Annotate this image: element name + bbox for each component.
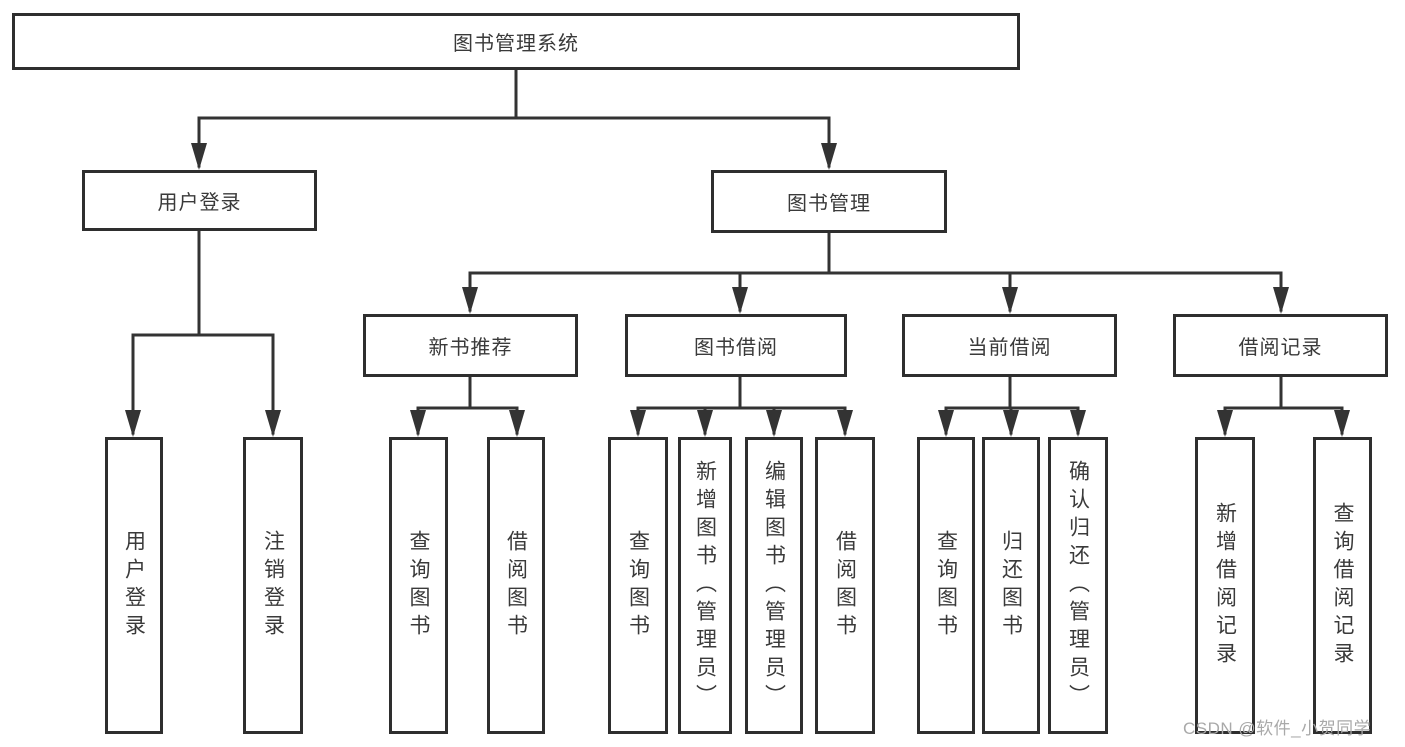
leaf-add-borrow-record: 新增借阅记录 <box>1195 437 1255 734</box>
leaf-add-book-admin: 新增图书（管理员） <box>678 437 732 734</box>
arrow-down-icon <box>697 410 713 437</box>
arrow-down-icon <box>938 410 954 437</box>
leaf-query-borrow-record: 查询借阅记录 <box>1313 437 1372 734</box>
arrow-down-icon <box>1070 410 1086 437</box>
arrow-down-icon <box>509 410 525 437</box>
leaf-return-book: 归还图书 <box>982 437 1040 734</box>
node-book-borrow: 图书借阅 <box>625 314 847 377</box>
leaf-recommend-query-book: 查询图书 <box>389 437 448 734</box>
leaf-logout: 注销登录 <box>243 437 303 734</box>
arrow-down-icon <box>821 143 837 170</box>
arrow-down-icon <box>1334 410 1350 437</box>
arrow-down-icon <box>732 287 748 314</box>
arrow-down-icon <box>1003 410 1019 437</box>
csdn-watermark: CSDN @软件_小贺同学 <box>1183 719 1372 738</box>
arrow-down-icon <box>630 410 646 437</box>
leaf-user-login: 用户登录 <box>105 437 163 734</box>
node-borrow-records: 借阅记录 <box>1173 314 1388 377</box>
arrow-down-icon <box>1002 287 1018 314</box>
arrow-down-icon <box>265 410 281 437</box>
arrow-down-icon <box>462 287 478 314</box>
arrow-down-icon <box>1217 410 1233 437</box>
node-current-borrow: 当前借阅 <box>902 314 1117 377</box>
arrow-down-icon <box>191 143 207 170</box>
arrow-down-icon <box>410 410 426 437</box>
arrow-down-icon <box>837 410 853 437</box>
arrow-down-icon <box>1273 287 1289 314</box>
leaf-current-query-book: 查询图书 <box>917 437 975 734</box>
leaf-borrow-book: 借阅图书 <box>815 437 875 734</box>
node-new-book-recommend: 新书推荐 <box>363 314 578 377</box>
leaf-borrow-query-book: 查询图书 <box>608 437 668 734</box>
leaf-edit-book-admin: 编辑图书（管理员） <box>745 437 803 734</box>
leaf-confirm-return-admin: 确认归还（管理员） <box>1048 437 1108 734</box>
node-book-management: 图书管理 <box>711 170 947 233</box>
arrow-down-icon <box>766 410 782 437</box>
node-root-system: 图书管理系统 <box>12 13 1020 70</box>
node-user-login: 用户登录 <box>82 170 317 231</box>
leaf-recommend-borrow-book: 借阅图书 <box>487 437 545 734</box>
arrow-down-icon <box>125 410 141 437</box>
